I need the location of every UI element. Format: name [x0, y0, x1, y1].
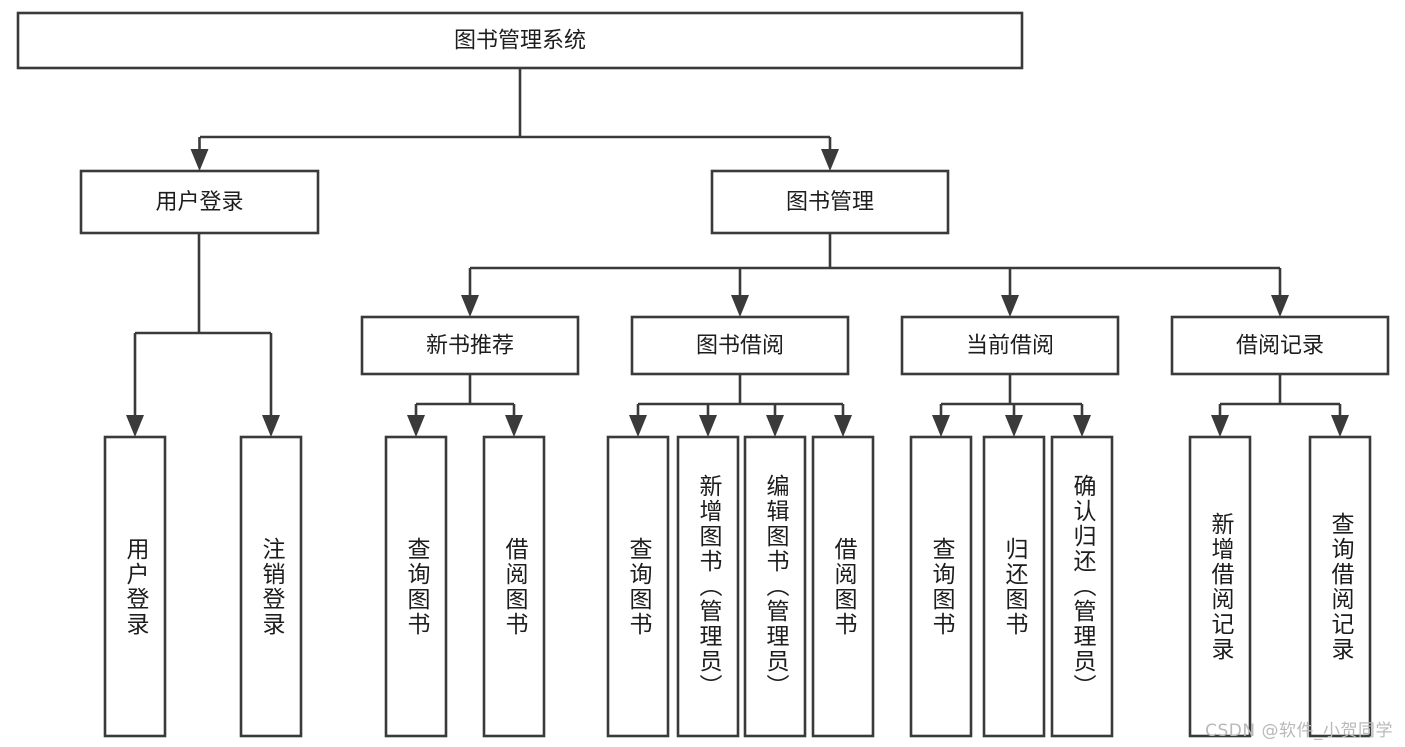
node-box-new-book-recommend[interactable]	[360, 315, 580, 376]
node-label-user-login: 用户登录	[155, 190, 243, 215]
arrow-leaf-query-book-1	[407, 404, 425, 437]
node-box-leaf-add-record[interactable]	[1188, 435, 1252, 738]
arrow-leaf-query-book-3	[932, 404, 950, 437]
connector-bus-book-management	[470, 233, 1280, 270]
node-box-leaf-edit-book[interactable]	[743, 435, 807, 738]
arrow-leaf-logout	[262, 333, 280, 437]
node-box-borrow-record[interactable]	[1170, 315, 1390, 376]
arrow-new-book-recommend	[461, 268, 479, 317]
node-label-new-book-recommend: 新书推荐	[426, 334, 514, 359]
node-box-book-management[interactable]	[710, 169, 950, 235]
node-box-leaf-confirm-return[interactable]	[1050, 435, 1114, 738]
arrow-leaf-borrow-book-2	[834, 404, 852, 437]
connector-layer	[126, 68, 1349, 437]
node-box-leaf-query-book-3[interactable]	[909, 435, 973, 738]
arrow-book-management	[821, 137, 839, 171]
arrow-leaf-query-record	[1331, 404, 1349, 437]
arrow-leaf-user-login	[126, 333, 144, 437]
arrow-leaf-edit-book	[766, 404, 784, 437]
node-label-current-borrow: 当前借阅	[966, 334, 1054, 359]
node-box-leaf-borrow-book-2[interactable]	[811, 435, 875, 738]
connector-bus-borrow-record	[1220, 374, 1340, 406]
node-label-borrow-record: 借阅记录	[1236, 334, 1324, 359]
connector-bus-root	[200, 68, 830, 139]
arrow-leaf-borrow-book-1	[505, 404, 523, 437]
arrow-leaf-return-book	[1005, 404, 1023, 437]
node-box-layer	[16, 11, 1390, 738]
connector-bus-book-borrow	[638, 374, 843, 406]
arrow-borrow-record	[1271, 268, 1289, 317]
node-box-leaf-add-book[interactable]	[676, 435, 740, 738]
arrow-leaf-query-book-2	[629, 404, 647, 437]
arrow-book-borrow	[731, 268, 749, 317]
node-box-user-login[interactable]	[79, 169, 320, 235]
node-box-leaf-return-book[interactable]	[982, 435, 1046, 738]
arrow-leaf-add-record	[1211, 404, 1229, 437]
node-box-leaf-borrow-book-1[interactable]	[482, 435, 546, 738]
node-box-leaf-query-book-1[interactable]	[384, 435, 448, 738]
node-label-book-management: 图书管理	[786, 190, 874, 215]
arrow-user-login	[190, 137, 209, 171]
node-box-leaf-query-record[interactable]	[1308, 435, 1372, 738]
node-box-book-borrow[interactable]	[630, 315, 850, 376]
arrow-leaf-add-book	[699, 404, 717, 437]
node-box-root[interactable]	[16, 11, 1024, 70]
node-box-leaf-logout[interactable]	[239, 435, 303, 738]
arrow-leaf-confirm-return	[1073, 404, 1091, 437]
node-label-root: 图书管理系统	[454, 29, 586, 54]
connector-bus-user-login	[135, 233, 271, 335]
node-label-book-borrow: 图书借阅	[696, 334, 784, 359]
arrow-current-borrow	[1001, 268, 1019, 317]
connector-bus-current-borrow	[941, 374, 1082, 406]
connector-bus-new-book	[416, 374, 514, 406]
node-box-leaf-user-login[interactable]	[103, 435, 167, 738]
node-box-current-borrow[interactable]	[900, 315, 1120, 376]
node-box-leaf-query-book-2[interactable]	[606, 435, 670, 738]
